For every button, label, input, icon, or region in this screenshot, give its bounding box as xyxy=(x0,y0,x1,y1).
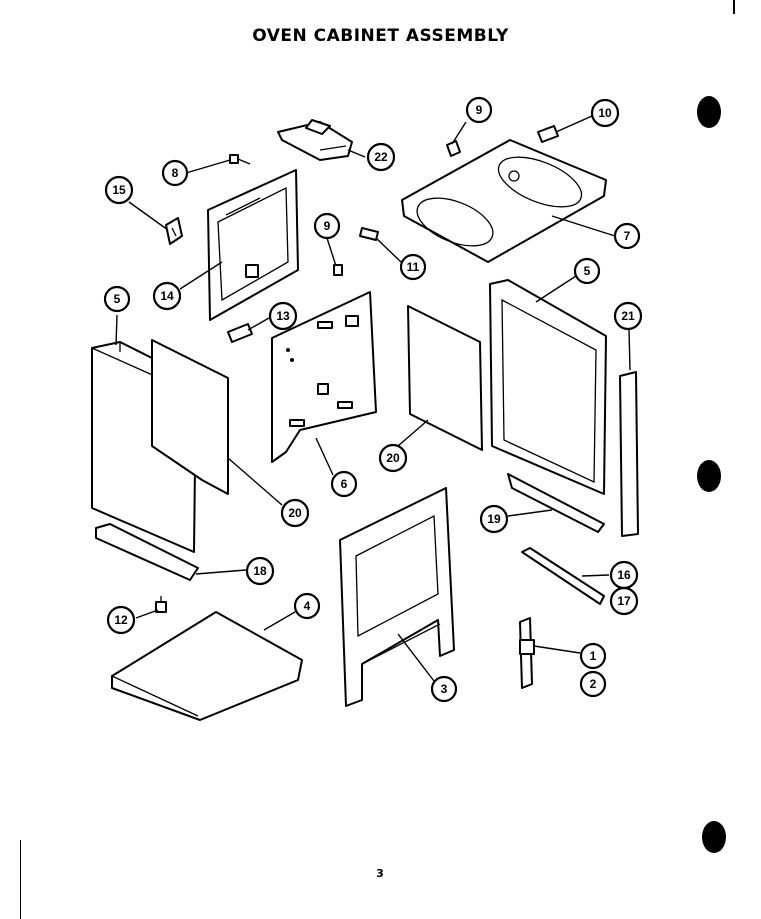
callout-label: 22 xyxy=(374,150,388,164)
callout-9-upper: 9 xyxy=(465,96,493,124)
callout-label: 19 xyxy=(487,512,501,526)
part-13-bracket xyxy=(227,323,253,343)
part-6-back-panel xyxy=(271,291,377,463)
callout-label: 17 xyxy=(617,594,631,608)
callout-label: 9 xyxy=(324,219,331,233)
callout-label: 5 xyxy=(584,264,591,278)
scan-edge-mark xyxy=(20,840,21,919)
part-5-right-side-frame xyxy=(489,279,607,495)
binder-hole-bottom xyxy=(702,821,726,853)
part-15-plate xyxy=(165,217,183,245)
callout-22: 22 xyxy=(366,142,396,172)
callout-label: 15 xyxy=(112,183,126,197)
part-9-clip-lower xyxy=(333,264,343,276)
callout-10: 10 xyxy=(590,98,620,128)
callout-label: 9 xyxy=(476,103,483,117)
callout-label: 21 xyxy=(621,309,635,323)
callout-13: 13 xyxy=(268,301,298,331)
part-19-bottom-rail xyxy=(507,473,605,533)
part-12-leveling-leg xyxy=(155,596,167,613)
callout-label: 18 xyxy=(253,564,267,578)
binder-hole-middle xyxy=(697,460,721,492)
part-7-top-panel xyxy=(401,139,607,263)
part-20-left-insulation xyxy=(151,339,229,495)
callout-label: 13 xyxy=(276,309,290,323)
callout-2: 2 xyxy=(579,670,607,698)
callout-8: 8 xyxy=(161,159,189,187)
part-3-front-frame xyxy=(339,487,455,707)
callout-label: 11 xyxy=(407,260,420,274)
part-16-17-rail xyxy=(521,547,605,605)
page-number: 3 xyxy=(376,867,384,880)
callout-9-lower: 9 xyxy=(313,212,341,240)
callout-1: 1 xyxy=(579,642,607,670)
callout-20-right: 20 xyxy=(378,443,408,473)
callout-16: 16 xyxy=(609,560,639,590)
callout-14: 14 xyxy=(152,281,182,311)
callout-3: 3 xyxy=(430,675,458,703)
callout-label: 3 xyxy=(441,682,448,696)
callout-label: 14 xyxy=(160,289,174,303)
part-22-bracket xyxy=(277,119,353,161)
scan-edge-mark xyxy=(733,0,735,14)
callout-label: 12 xyxy=(114,613,128,627)
callout-12: 12 xyxy=(106,605,136,635)
callout-label: 7 xyxy=(624,229,631,243)
callout-6: 6 xyxy=(330,470,358,498)
callout-21: 21 xyxy=(613,301,643,331)
part-21-trim-strip xyxy=(619,371,639,537)
callout-19: 19 xyxy=(479,504,509,534)
part-18-bottom-rail xyxy=(95,523,199,581)
part-14-rear-panel xyxy=(207,169,299,321)
part-8-screw xyxy=(229,154,251,165)
part-1-2-latch xyxy=(519,617,535,689)
callout-label: 5 xyxy=(114,292,121,306)
callout-18: 18 xyxy=(245,556,275,586)
part-20-right-insulation xyxy=(407,305,483,451)
callout-4: 4 xyxy=(293,592,321,620)
callout-label: 6 xyxy=(341,477,348,491)
callout-label: 2 xyxy=(590,677,597,691)
callout-17: 17 xyxy=(609,586,639,616)
callout-7: 7 xyxy=(613,222,641,250)
part-10-clip xyxy=(537,125,559,143)
binder-hole-top xyxy=(697,96,721,128)
part-9-clip-upper xyxy=(446,140,461,157)
callout-label: 16 xyxy=(617,568,631,582)
callout-20-left: 20 xyxy=(280,498,310,528)
page-title: OVEN CABINET ASSEMBLY xyxy=(252,26,509,46)
callout-11: 11 xyxy=(399,253,427,281)
callout-label: 10 xyxy=(598,106,612,120)
callout-label: 8 xyxy=(172,166,179,180)
part-4-bottom-tray xyxy=(111,611,303,721)
callout-label: 4 xyxy=(304,599,311,613)
callout-5-right: 5 xyxy=(573,257,601,285)
callout-label: 20 xyxy=(288,506,302,520)
callout-15: 15 xyxy=(104,175,134,205)
leader-lines xyxy=(115,115,631,682)
callout-label: 1 xyxy=(590,649,597,663)
callout-label: 20 xyxy=(386,451,400,465)
part-11-screw xyxy=(359,227,379,241)
callout-5-left: 5 xyxy=(103,285,131,313)
